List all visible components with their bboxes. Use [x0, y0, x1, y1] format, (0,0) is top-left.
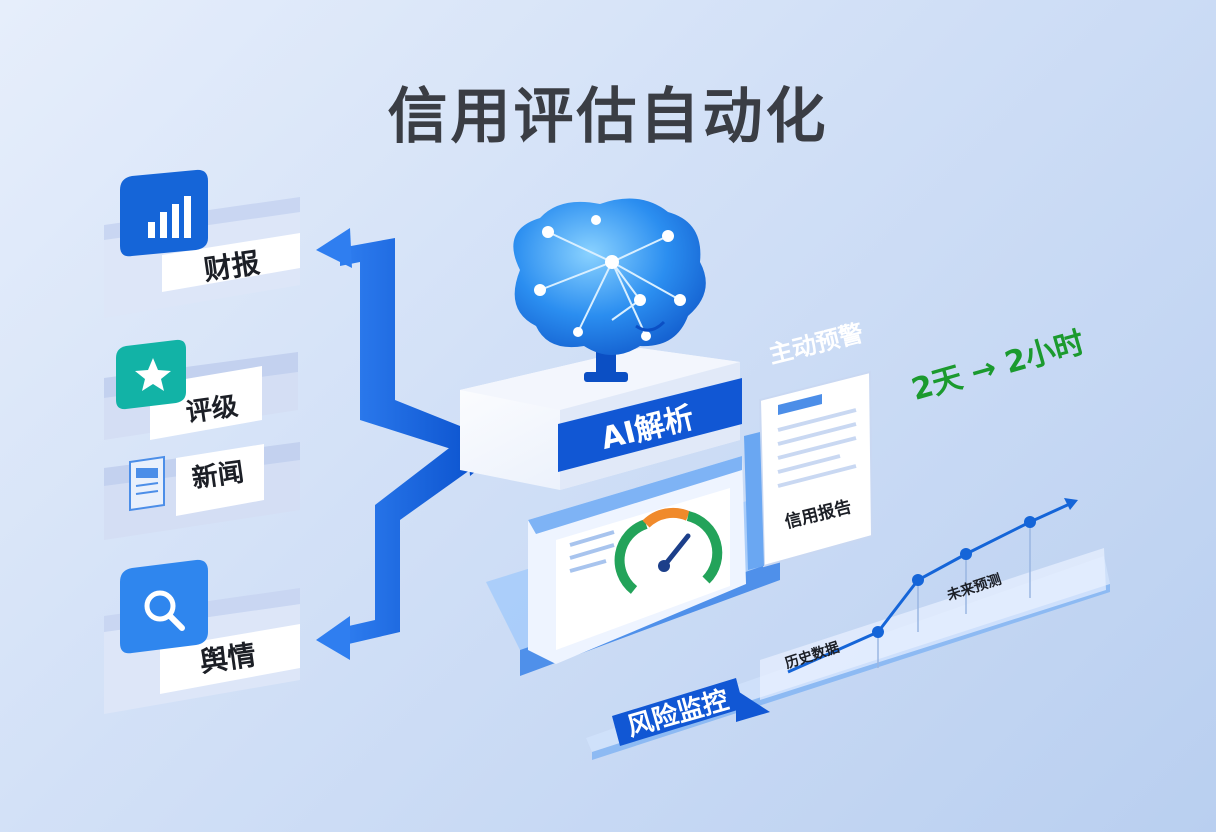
- label-financial-report: 财报: [202, 246, 262, 286]
- label-news: 新闻: [190, 457, 246, 495]
- list-lines: [569, 530, 615, 573]
- gauge-icon: [614, 507, 723, 594]
- page-title: 信用评估自动化: [387, 82, 829, 152]
- source-rating: 评级: [104, 339, 298, 440]
- document-icon: [777, 394, 857, 488]
- label-proactive-alert: 主动预警: [766, 319, 866, 369]
- newspaper-icon: [129, 455, 165, 512]
- ai-parse-block: AI解析: [460, 198, 742, 490]
- speedup-text: 2天 → 2小时: [908, 325, 1089, 408]
- source-news: 新闻: [104, 442, 300, 540]
- trend-line: [787, 498, 1078, 674]
- label-public-opinion: 舆情: [198, 638, 258, 678]
- source-public-opinion: 舆情: [104, 559, 300, 714]
- brain-icon: [513, 198, 706, 382]
- gauge-platform: [486, 456, 780, 676]
- bar-chart-icon: [120, 169, 208, 257]
- search-icon: [120, 559, 208, 654]
- label-risk-monitoring: 风险监控: [624, 684, 733, 742]
- label-rating: 评级: [184, 391, 240, 429]
- source-financial-report: 财报: [104, 169, 300, 318]
- star-icon: [116, 339, 186, 410]
- alert-report-card: 信用报告 主动预警: [744, 319, 874, 570]
